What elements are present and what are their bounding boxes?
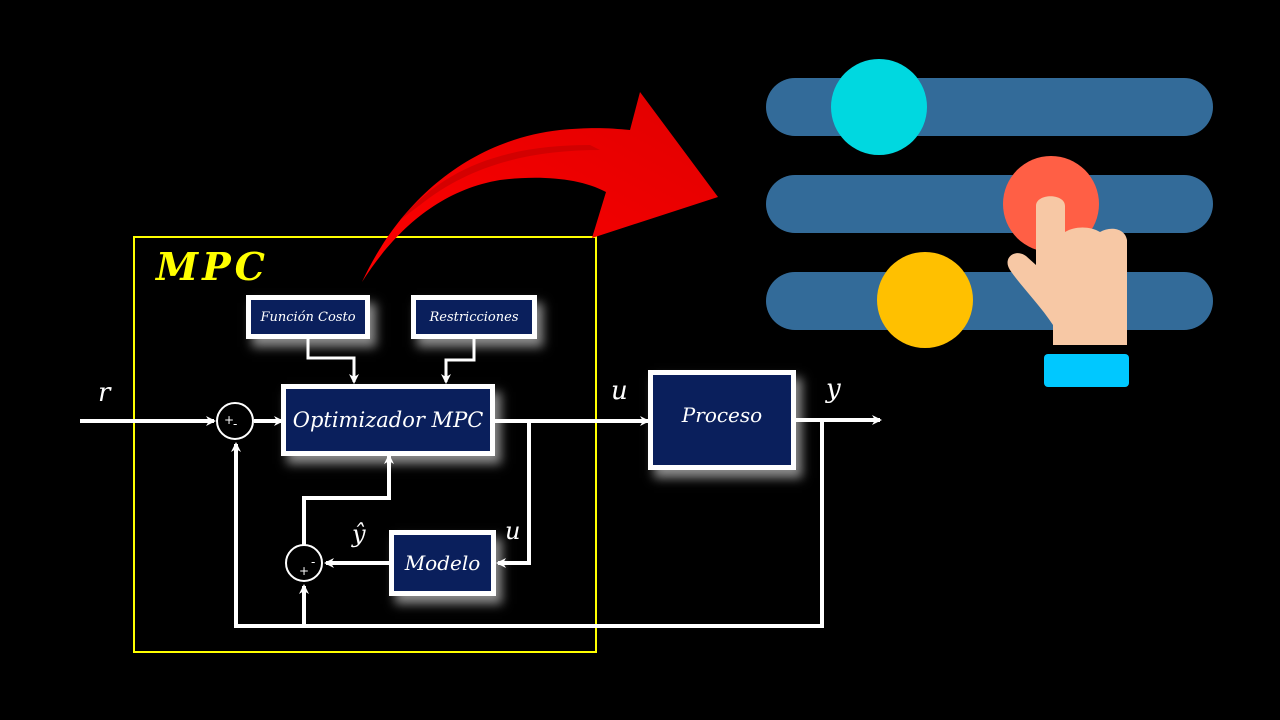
sum-junction-reference: + -	[216, 402, 254, 440]
process-block: Proceso	[648, 370, 796, 470]
sum-junction-model: + -	[285, 544, 323, 582]
tuning-sliders-icon	[766, 59, 1213, 387]
pointing-hand-icon	[1007, 196, 1129, 387]
model-input-signal-label: u	[505, 517, 521, 545]
model-label: Modelo	[404, 551, 481, 575]
output-signal-label: y	[826, 374, 841, 404]
cost-to-optimizer-line	[306, 338, 359, 384]
slider-knob-cyan	[831, 59, 927, 155]
optimizer-block: Optimizador MPC	[281, 384, 495, 456]
prediction-error-line	[302, 454, 394, 545]
control-signal-label: u	[611, 376, 628, 406]
optimizer-label: Optimizador MPC	[292, 408, 484, 432]
cost-function-label: Función Costo	[260, 309, 356, 325]
sum1-minus-sign: -	[233, 417, 238, 431]
model-block: Modelo	[389, 530, 496, 596]
process-label: Proceso	[681, 403, 763, 427]
slider-knob-yellow	[877, 252, 973, 348]
estimated-output-label: ŷ	[352, 520, 366, 548]
constraints-label: Restricciones	[429, 309, 519, 325]
control-to-model-line	[496, 421, 531, 568]
sum2-plus-sign: +	[299, 564, 310, 578]
feedback-line	[231, 420, 824, 628]
sum1-plus-sign: +	[224, 413, 235, 427]
sum2-minus-sign: -	[311, 555, 316, 569]
mpc-frame-label: MPC	[156, 244, 269, 289]
constraints-block: Restricciones	[411, 295, 537, 339]
hand-cuff	[1044, 354, 1129, 387]
slider-track-2	[766, 175, 1213, 233]
mpc-frame	[133, 236, 597, 653]
reference-signal-label: r	[98, 378, 111, 408]
constraints-to-optimizer-line	[441, 338, 476, 384]
red-curved-arrow	[362, 92, 718, 282]
slider-track-3	[766, 272, 1213, 330]
cost-function-block: Función Costo	[246, 295, 370, 339]
